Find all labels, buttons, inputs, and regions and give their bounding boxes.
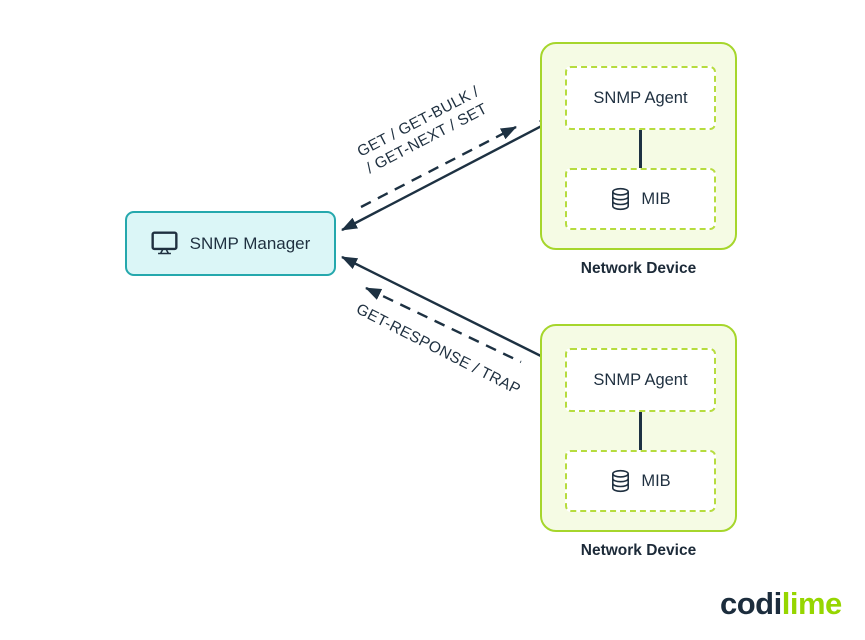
mib-node: MIB (565, 168, 716, 230)
network-device-top: SNMP Agent MIB Network Device (540, 42, 737, 278)
network-device-caption: Network Device (580, 260, 697, 277)
mib-label: MIB (641, 189, 671, 208)
response-solid-arrow (341, 255, 558, 366)
request-solid-arrow (341, 117, 556, 232)
network-device-bottom: SNMP Agent MIB Network Device (540, 324, 737, 560)
snmp-agent-label: SNMP Agent (593, 88, 688, 107)
request-dashed-arrow (360, 125, 517, 209)
mib-node: MIB (565, 450, 716, 512)
monitor-icon (151, 231, 178, 256)
logo-text-dark: codi (720, 586, 782, 621)
snmp-agent-node: SNMP Agent (565, 348, 716, 412)
snmp-manager-label: SNMP Manager (189, 233, 311, 253)
response-dashed-arrow (365, 286, 522, 364)
snmp-agent-node: SNMP Agent (565, 66, 716, 130)
codilime-logo: codilime (720, 586, 842, 622)
snmp-agent-label: SNMP Agent (593, 370, 688, 389)
database-icon (610, 187, 631, 212)
response-label: GET-RESPONSE / TRAP (353, 301, 523, 399)
database-icon (610, 469, 631, 494)
snmp-manager-node: SNMP Manager (125, 211, 336, 276)
agent-mib-connector (639, 130, 642, 168)
mib-label: MIB (641, 471, 671, 490)
agent-mib-connector (639, 412, 642, 450)
logo-text-green: lime (781, 586, 843, 621)
network-device-bottom-box: SNMP Agent MIB (540, 324, 737, 532)
network-device-caption: Network Device (580, 542, 697, 559)
network-device-top-box: SNMP Agent MIB (540, 42, 737, 250)
response-arrow-label: GET-RESPONSE / TRAP (353, 301, 523, 399)
